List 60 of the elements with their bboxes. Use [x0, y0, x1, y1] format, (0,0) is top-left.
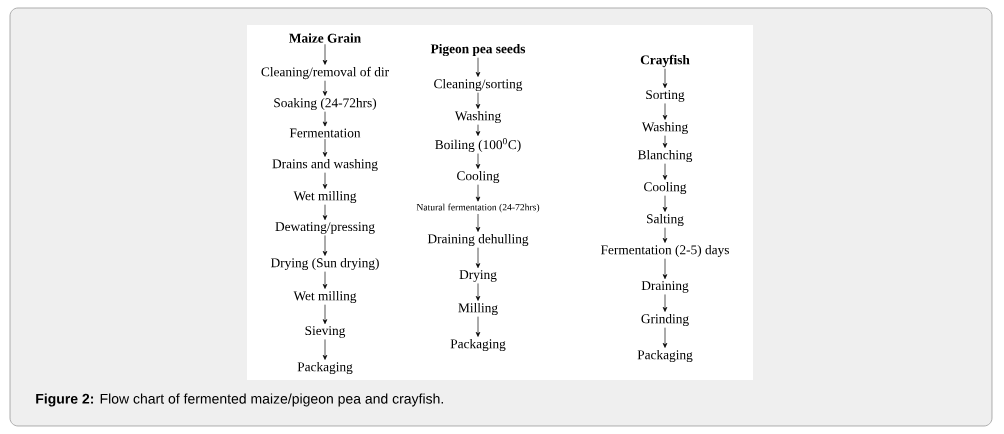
arrow — [322, 80, 328, 96]
arrow — [322, 138, 328, 157]
column-heading: Crayfish — [640, 54, 690, 68]
process-step: Washing — [454, 110, 501, 124]
arrow — [322, 271, 328, 289]
process-step: Cooling — [644, 181, 687, 195]
arrow — [475, 124, 481, 136]
process-step: Milling — [458, 302, 498, 316]
process-step: Packaging — [637, 349, 693, 363]
process-step: Wet milling — [293, 290, 357, 304]
process-step: Draining — [641, 281, 689, 293]
process-step: Draining dehulling — [427, 233, 529, 247]
arrow — [475, 247, 481, 269]
arrow — [322, 304, 328, 325]
arrow — [322, 172, 328, 189]
process-step: Sieving — [305, 326, 346, 338]
arrow — [322, 235, 328, 256]
process-step: Natural fermentation (24-72hrs) — [416, 203, 540, 213]
arrow — [475, 92, 481, 109]
process-step: Soaking (24-72hrs) — [274, 97, 377, 111]
process-step: Cooling — [457, 170, 500, 184]
process-step: Packaging — [450, 338, 506, 352]
process-step: Dewating/pressing — [275, 222, 375, 234]
process-step: Fermentation (2-5) days — [600, 244, 729, 258]
process-step: Drains and washing — [272, 158, 378, 172]
arrow — [475, 213, 481, 232]
arrow — [662, 163, 668, 180]
process-step: Sorting — [646, 90, 685, 102]
process-step: Boiling (100$^{0}$C) — [435, 138, 521, 152]
column-heading: Maize Grain — [289, 33, 361, 43]
arrow — [322, 204, 328, 221]
arrow — [662, 103, 668, 120]
arrow — [475, 316, 481, 337]
process-step: Cleaning/sorting — [434, 78, 523, 92]
process-step: Wet milling — [293, 190, 357, 204]
arrow — [475, 283, 481, 301]
arrow — [475, 184, 481, 202]
arrow — [475, 153, 481, 169]
process-step: Blanching — [638, 149, 693, 163]
arrow — [322, 339, 328, 360]
process-step: Drying — [459, 270, 497, 282]
arrow — [662, 294, 668, 312]
arrow — [322, 111, 328, 127]
figure-caption: Figure 2: Flow chart of fermented maize/pigeon pea and crayfish. — [36, 393, 443, 407]
process-step: Cleaning/removal of dir — [261, 66, 389, 80]
process-step: Packaging — [297, 361, 353, 375]
arrow — [662, 195, 668, 212]
arrow — [662, 227, 668, 243]
process-step: Grinding — [641, 313, 689, 327]
process-step: Fermentation — [289, 128, 361, 138]
process-step: Washing — [641, 121, 688, 135]
arrow — [662, 258, 668, 280]
arrow — [662, 135, 668, 148]
arrow — [662, 68, 668, 89]
arrow — [475, 57, 481, 77]
column-heading: Pigeon pea seeds — [430, 43, 526, 57]
arrow — [322, 43, 328, 65]
process-step: Drying (Sun drying) — [270, 257, 379, 271]
arrow — [662, 327, 668, 348]
process-step: Salting — [647, 213, 684, 227]
